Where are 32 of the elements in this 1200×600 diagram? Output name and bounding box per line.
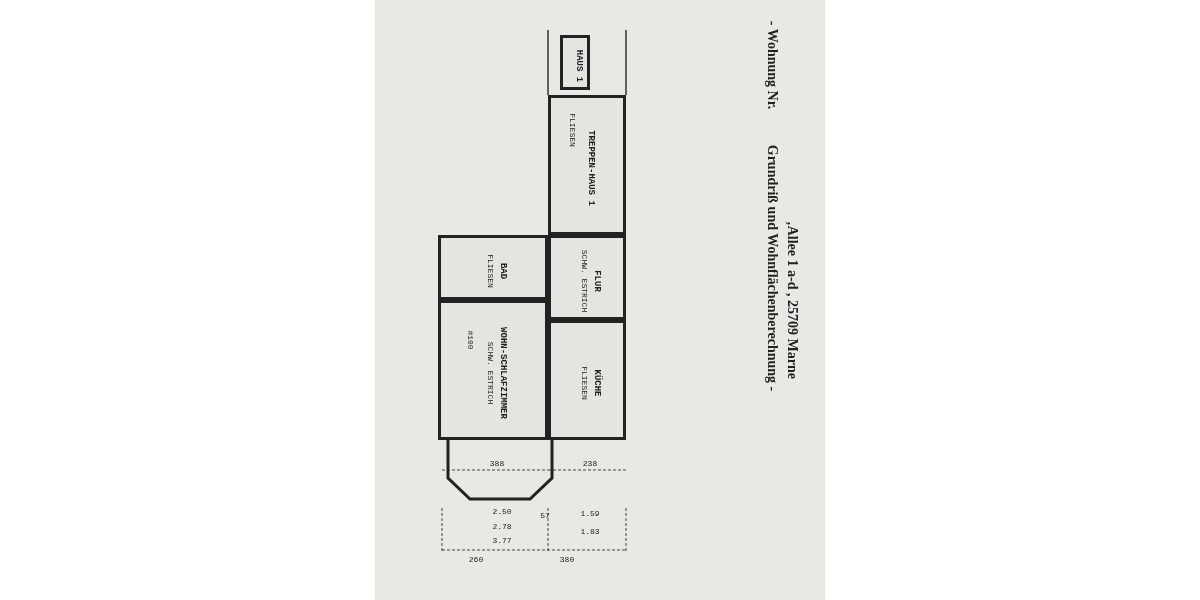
floor-finish-note: FLIESEN [568,113,576,147]
dimension-text: 57 [540,512,550,520]
dimension-text: 380 [559,556,575,564]
hallway-room [548,235,626,320]
balcony-outline [445,440,555,502]
room-number: #100 [466,330,474,350]
kitchen-room [548,320,626,440]
bathroom-room [438,235,548,300]
title: ‚Allee 1 a-d , 25709 Marne [785,221,799,379]
stairwell-room [548,95,626,235]
room-name: WOHN-SCHLAFZIMMER [497,327,507,419]
floor-finish-note: SCHW. ESTRICH [486,341,494,405]
dimension-text: 3.77 [492,537,512,545]
floor-finish-note: FLIESEN [486,253,494,288]
dimension-text: 2.50 [492,508,512,516]
dimension-text: 260 [468,556,484,564]
living-bedroom-room [438,300,548,440]
dimension-text: 388 [489,460,505,468]
room-name: BAD [497,262,507,279]
floor-finish-note: SCHW. ESTRICH [580,249,588,312]
dimension-text: 1.83 [580,528,600,536]
room-name: HAUS 1 [573,49,583,82]
room-name: FLUR [591,269,601,292]
room-name: KÜCHE [591,369,601,397]
subtitle-text: - Wohnung Nr. [765,20,779,110]
building-label-box [560,35,590,90]
dimension-text: 238 [582,460,598,468]
room-name: TREPPEN-HAUS 1 [585,130,595,206]
floor-finish-note: FLIESEN [580,366,588,400]
subtitle-text: Grundriß und Wohnflächenberechnung - [765,144,779,392]
dimension-text: 1.59 [580,510,600,518]
dimension-text: 2.78 [492,523,512,531]
